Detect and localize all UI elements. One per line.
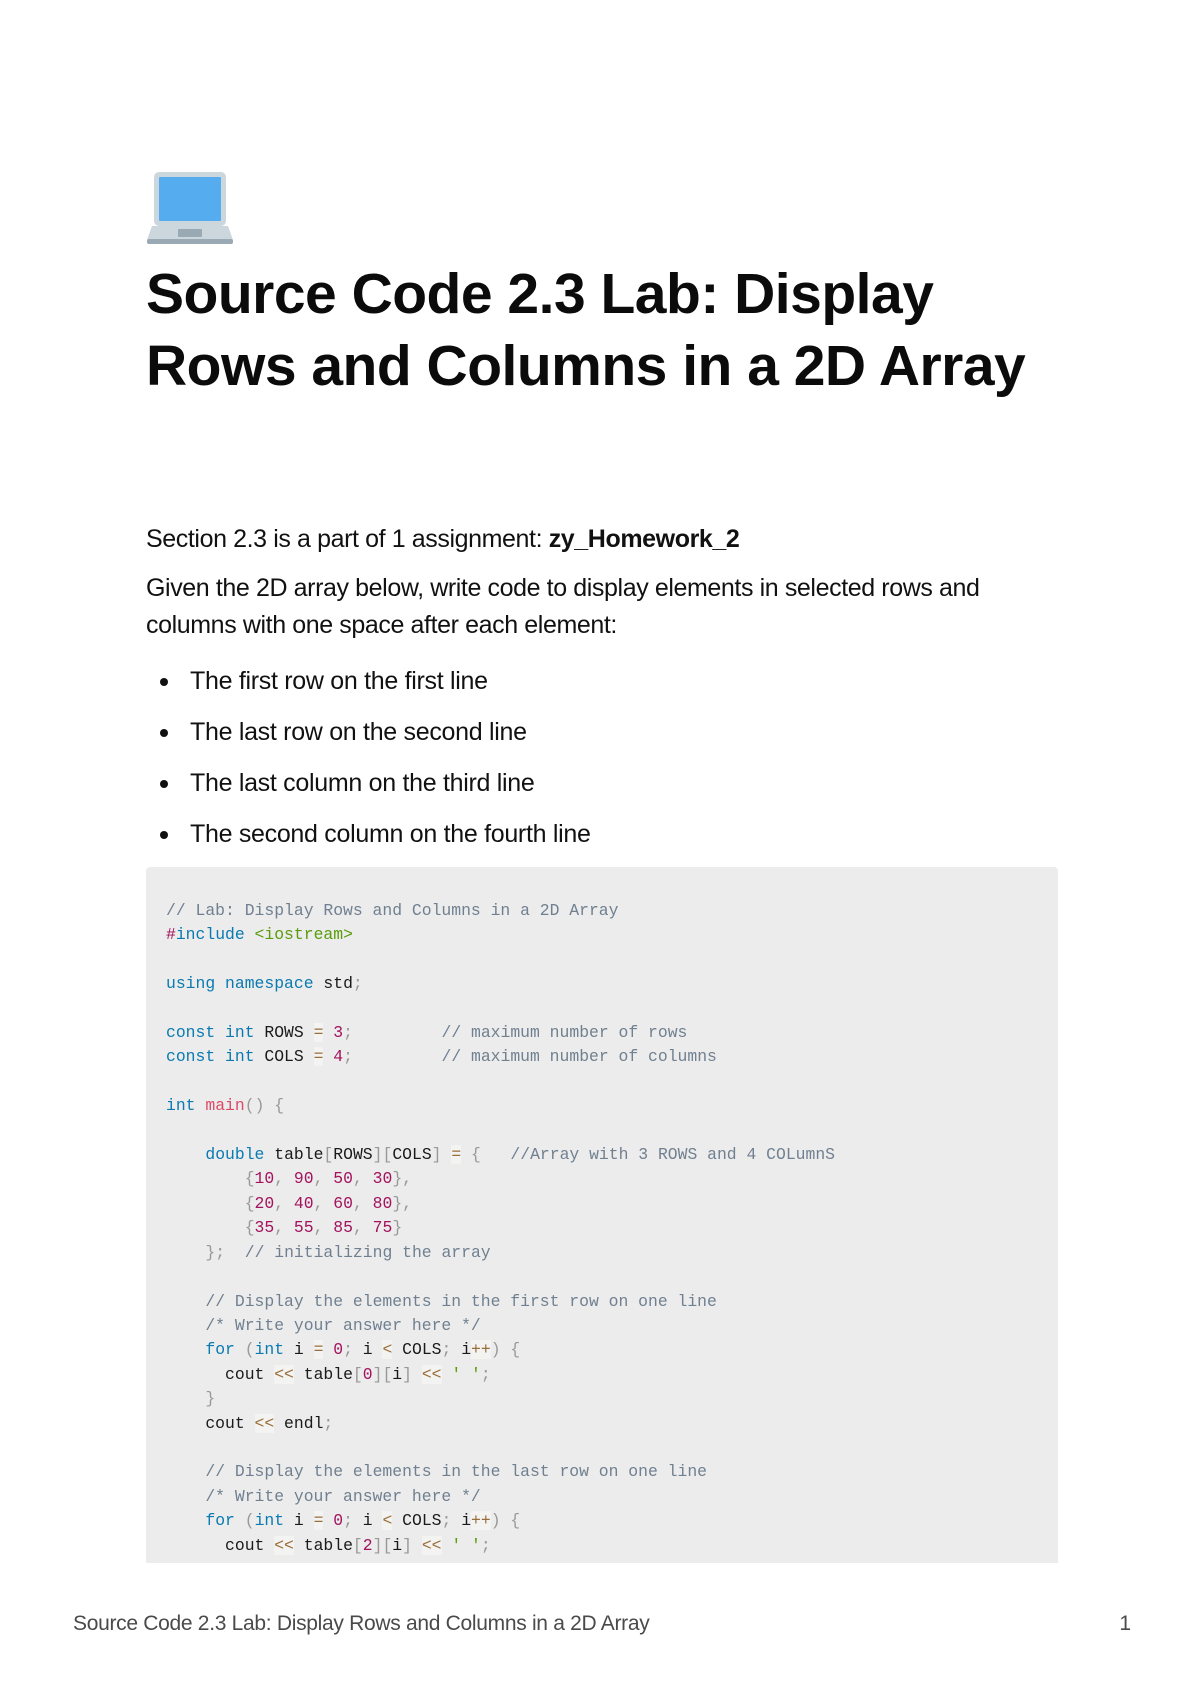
- page-number: 1: [1119, 1612, 1131, 1635]
- assignment-info: Section 2.3 is a part of 1 assignment: z…: [146, 522, 740, 556]
- list-item: The last row on the second line: [146, 707, 591, 758]
- assignment-prefix: Section 2.3 is a part of 1 assignment:: [146, 525, 549, 553]
- code-content: // Lab: Display Rows and Columns in a 2D…: [166, 901, 835, 1555]
- list-item: The last column on the third line: [146, 758, 591, 809]
- page-title: Source Code 2.3 Lab: Display Rows and Co…: [146, 262, 1026, 398]
- footer-title: Source Code 2.3 Lab: Display Rows and Co…: [73, 1612, 650, 1635]
- assignment-name: zy_Homework_2: [548, 525, 740, 553]
- list-item: The first row on the first line: [146, 656, 591, 707]
- code-block: // Lab: Display Rows and Columns in a 2D…: [146, 867, 1058, 1563]
- instruction-list: The first row on the first line The last…: [146, 656, 591, 860]
- laptop-icon: [147, 172, 233, 244]
- description: Given the 2D array below, write code to …: [146, 574, 980, 639]
- list-item: The second column on the fourth line: [146, 809, 591, 860]
